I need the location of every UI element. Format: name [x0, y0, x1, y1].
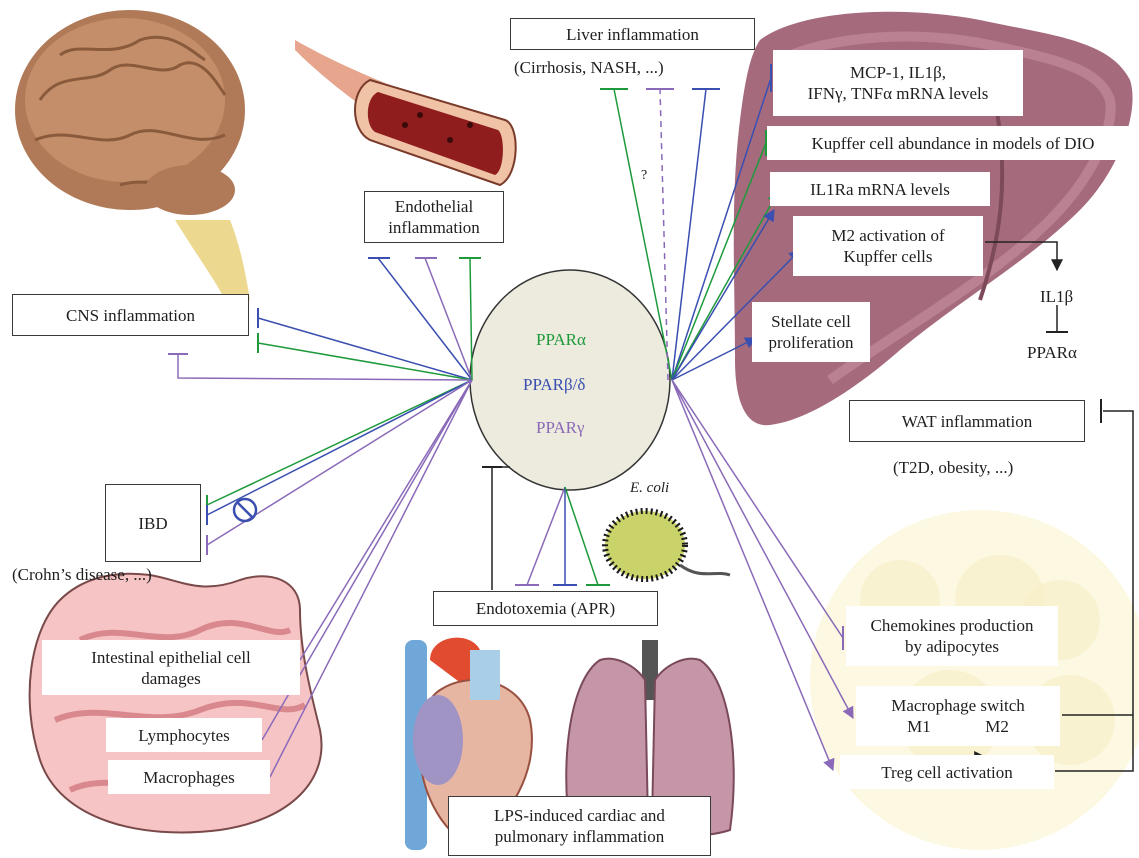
macrophage-switch-line2: M1 M2: [907, 716, 1009, 737]
kupffer-abundance-box: Kupffer cell abundance in models of DIO: [767, 126, 1139, 160]
cytokine-mrna-line2: IFNγ, TNFα mRNA levels: [808, 83, 989, 104]
il1ra-box: IL1Ra mRNA levels: [770, 172, 990, 206]
macrophages-label: Macrophages: [143, 767, 235, 788]
liver-inflammation-note: (Cirrhosis, NASH, ...): [514, 57, 664, 78]
stellate-line2: proliferation: [769, 332, 854, 353]
macrophages-box: Macrophages: [108, 760, 270, 794]
lymphocytes-label: Lymphocytes: [138, 725, 230, 746]
ppar-alpha-side-label: PPARα: [1027, 342, 1077, 363]
cytokine-mrna-box: MCP-1, IL1β, IFNγ, TNFα mRNA levels: [773, 50, 1023, 116]
endothelial-inflammation-line1: Endothelial: [395, 196, 473, 217]
m2-kupffer-box: M2 activation of Kupffer cells: [793, 216, 983, 276]
endotoxemia-label: Endotoxemia (APR): [476, 598, 615, 619]
lymphocytes-box: Lymphocytes: [106, 718, 262, 752]
chemokines-box: Chemokines production by adipocytes: [846, 606, 1058, 666]
cns-inflammation-box: CNS inflammation: [12, 294, 249, 336]
lps-inflammation-box: LPS-induced cardiac and pulmonary inflam…: [448, 796, 711, 856]
m1-label: M1: [907, 717, 931, 736]
wat-inflammation-label: WAT inflammation: [902, 411, 1032, 432]
m2-label: M2: [985, 717, 1009, 736]
adipose-tissue-icon: [810, 510, 1139, 850]
intestinal-damage-line2: damages: [141, 668, 200, 689]
chemokines-line2: by adipocytes: [905, 636, 999, 657]
lps-inflammation-line2: pulmonary inflammation: [495, 826, 665, 847]
ppar-alpha-label: PPARα: [536, 330, 586, 350]
il1b-label: IL1β: [1040, 286, 1073, 307]
stellate-line1: Stellate cell: [771, 311, 851, 332]
intestinal-damage-box: Intestinal epithelial cell damages: [42, 640, 300, 695]
il1ra-label: IL1Ra mRNA levels: [810, 179, 950, 200]
ibd-note: (Crohn’s disease, ...): [12, 564, 152, 585]
bacterium-icon: [605, 511, 730, 579]
stellate-box: Stellate cell proliferation: [752, 302, 870, 362]
intestinal-damage-line1: Intestinal epithelial cell: [91, 647, 251, 668]
ibd-box: IBD: [105, 484, 201, 562]
m2-kupffer-line2: Kupffer cells: [844, 246, 933, 267]
brain-icon: [15, 10, 250, 300]
cytokine-mrna-line1: MCP-1, IL1β,: [850, 62, 946, 83]
ppar-gamma-label: PPARγ: [536, 418, 584, 438]
endothelial-inflammation-line2: inflammation: [388, 217, 480, 238]
wat-inflammation-box: WAT inflammation: [849, 400, 1085, 442]
endothelial-inflammation-box: Endothelial inflammation: [364, 191, 504, 243]
wat-inflammation-note: (T2D, obesity, ...): [893, 457, 1013, 478]
kupffer-abundance-label: Kupffer cell abundance in models of DIO: [812, 133, 1095, 154]
ibd-label: IBD: [138, 513, 167, 534]
liver-inflammation-label: Liver inflammation: [566, 24, 699, 45]
macrophage-switch-line1: Macrophage switch: [891, 695, 1025, 716]
lps-inflammation-line1: LPS-induced cardiac and: [494, 805, 665, 826]
treg-label: Treg cell activation: [881, 762, 1013, 783]
ppar-beta-delta-label: PPARβ/δ: [523, 375, 585, 395]
liver-inflammation-box: Liver inflammation: [510, 18, 755, 50]
cns-inflammation-label: CNS inflammation: [66, 305, 195, 326]
treg-box: Treg cell activation: [840, 755, 1054, 789]
inhibition-symbol-icon: [234, 499, 256, 521]
unknown-effect-mark: ?: [641, 165, 647, 186]
chemokines-line1: Chemokines production: [871, 615, 1034, 636]
macrophage-switch-box: Macrophage switch M1 M2: [856, 686, 1060, 746]
blood-vessel-icon: [295, 40, 516, 185]
ecoli-label: E. coli: [630, 478, 669, 499]
endotoxemia-box: Endotoxemia (APR): [433, 591, 658, 626]
m2-kupffer-line1: M2 activation of: [831, 225, 944, 246]
